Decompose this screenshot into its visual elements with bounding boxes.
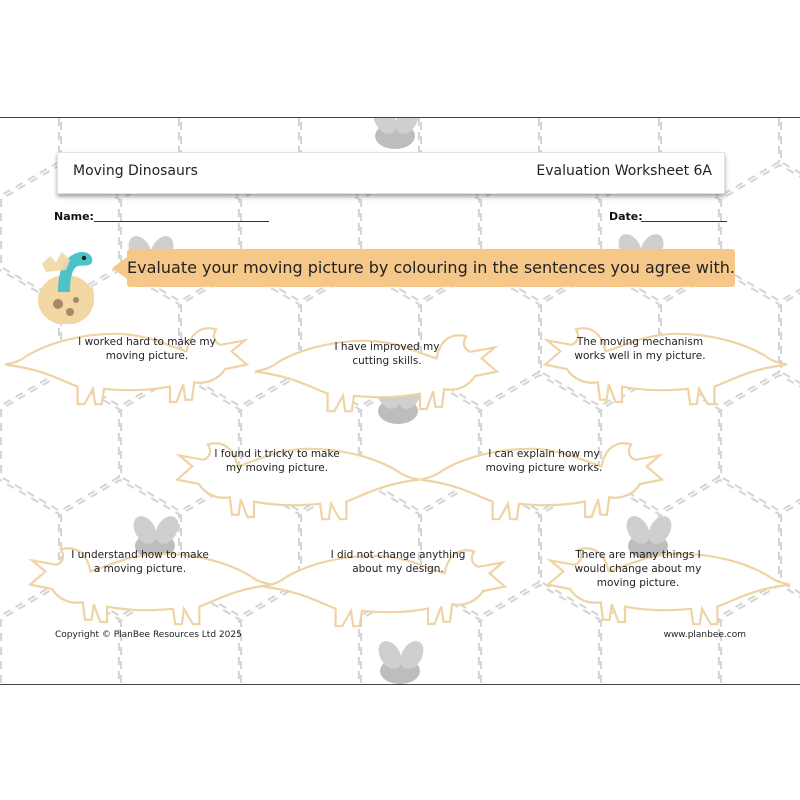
banner-pointer-icon (112, 255, 130, 281)
triceratops-outlines (3, 327, 792, 628)
worksheet-code: Evaluation Worksheet 6A (536, 163, 712, 179)
title-bar: Moving Dinosaurs Evaluation Worksheet 6A (57, 152, 725, 194)
name-field[interactable] (94, 221, 269, 222)
date-field[interactable] (641, 221, 727, 222)
name-label: Name: (54, 210, 94, 223)
website-link[interactable]: www.planbee.com (663, 630, 746, 640)
sentence-3[interactable]: The moving mechanism works well in my pi… (574, 336, 706, 362)
hatching-dinosaur-icon (38, 251, 94, 324)
sentence-2[interactable]: I have improved my cutting skills. (334, 341, 440, 367)
sentence-1[interactable]: I worked hard to make my moving picture. (78, 336, 216, 362)
sentence-5[interactable]: I can explain how my moving picture work… (485, 448, 603, 474)
date-label: Date: (609, 210, 643, 223)
copyright-text: Copyright © PlanBee Resources Ltd 2025 (55, 630, 242, 640)
hexagon-background-pattern (0, 118, 800, 684)
sentence-6[interactable]: I understand how to make a moving pictur… (71, 549, 209, 575)
instruction-banner: Evaluate your moving picture by colourin… (127, 249, 735, 287)
sentence-7[interactable]: I did not change anything about my desig… (330, 549, 466, 575)
worksheet-title: Moving Dinosaurs (73, 163, 198, 179)
instruction-text: Evaluate your moving picture by colourin… (127, 258, 735, 277)
sentence-8[interactable]: There are many things I would change abo… (574, 549, 702, 589)
sentence-4[interactable]: I found it tricky to make my moving pict… (214, 448, 340, 474)
worksheet-page: Moving Dinosaurs Evaluation Worksheet 6A… (0, 117, 800, 685)
bee-watermarks (128, 118, 672, 684)
